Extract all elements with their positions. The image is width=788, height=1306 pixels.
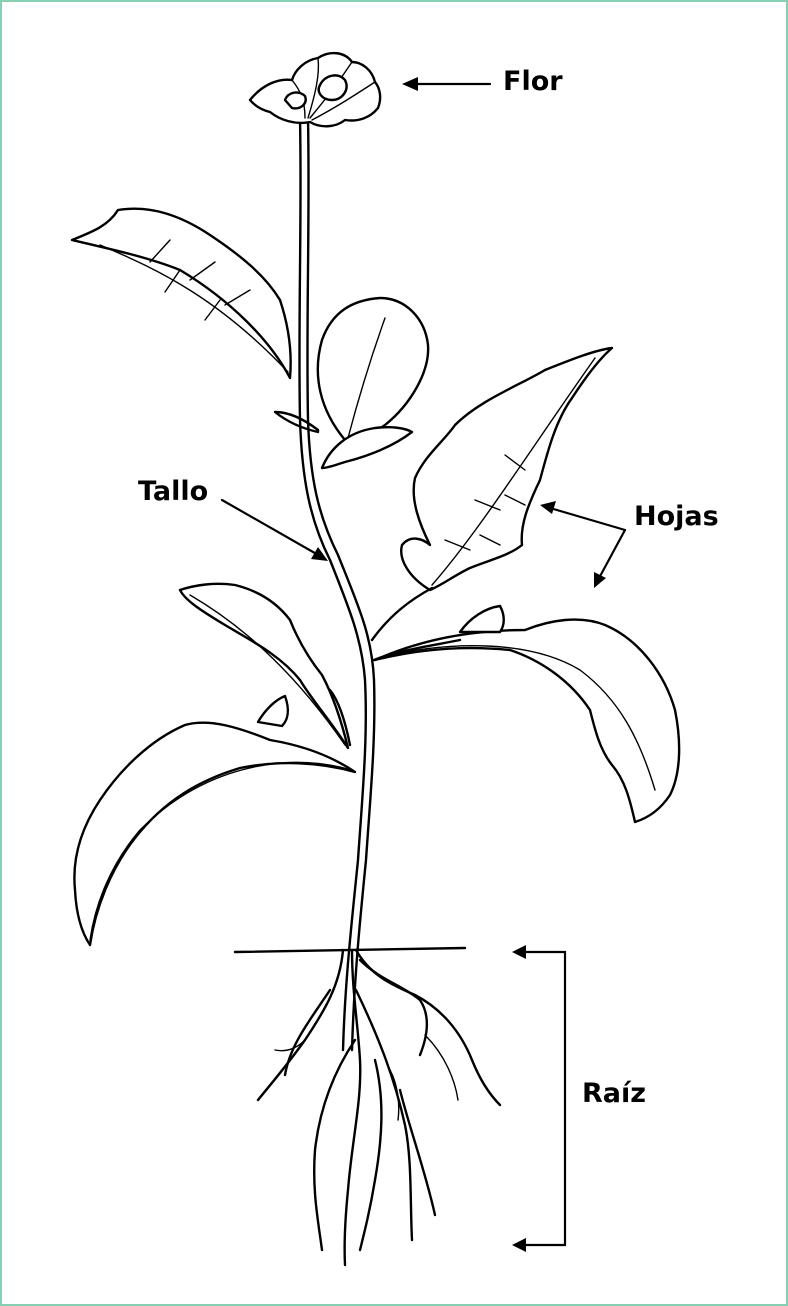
root-label: Raíz — [582, 1078, 646, 1109]
stem-label: Tallo — [138, 476, 208, 507]
leaf-upper-left — [72, 209, 291, 378]
flower-label: Flor — [503, 66, 563, 97]
leaf-left-lower — [74, 696, 355, 945]
leaf-upper-middle — [318, 298, 428, 440]
root-bracket — [512, 945, 565, 1252]
flower-arrow — [402, 77, 490, 91]
root-system — [258, 950, 500, 1265]
leaf-right-lower — [375, 606, 679, 822]
flower-cluster — [250, 53, 380, 126]
leaves-arrows — [540, 501, 625, 588]
leaf-right-upper — [401, 348, 612, 590]
leaves-label: Hojas — [634, 501, 719, 532]
